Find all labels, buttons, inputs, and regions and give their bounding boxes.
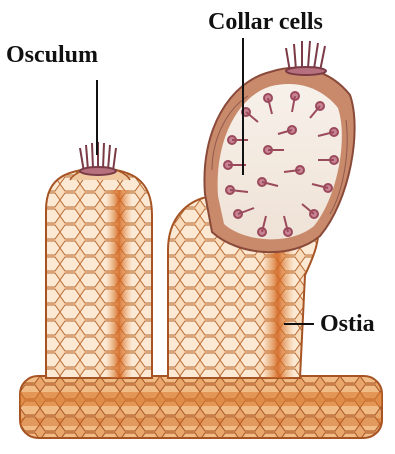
right-osculum-fringe-icon	[286, 41, 326, 75]
collar-cell-chamber	[204, 68, 354, 252]
base-stolon	[20, 376, 382, 438]
left-sponge-body	[46, 168, 152, 378]
osculum-label: Osculum	[6, 43, 98, 67]
collar-cells-label: Collar cells	[208, 10, 323, 34]
ostia-label: Ostia	[320, 312, 375, 336]
